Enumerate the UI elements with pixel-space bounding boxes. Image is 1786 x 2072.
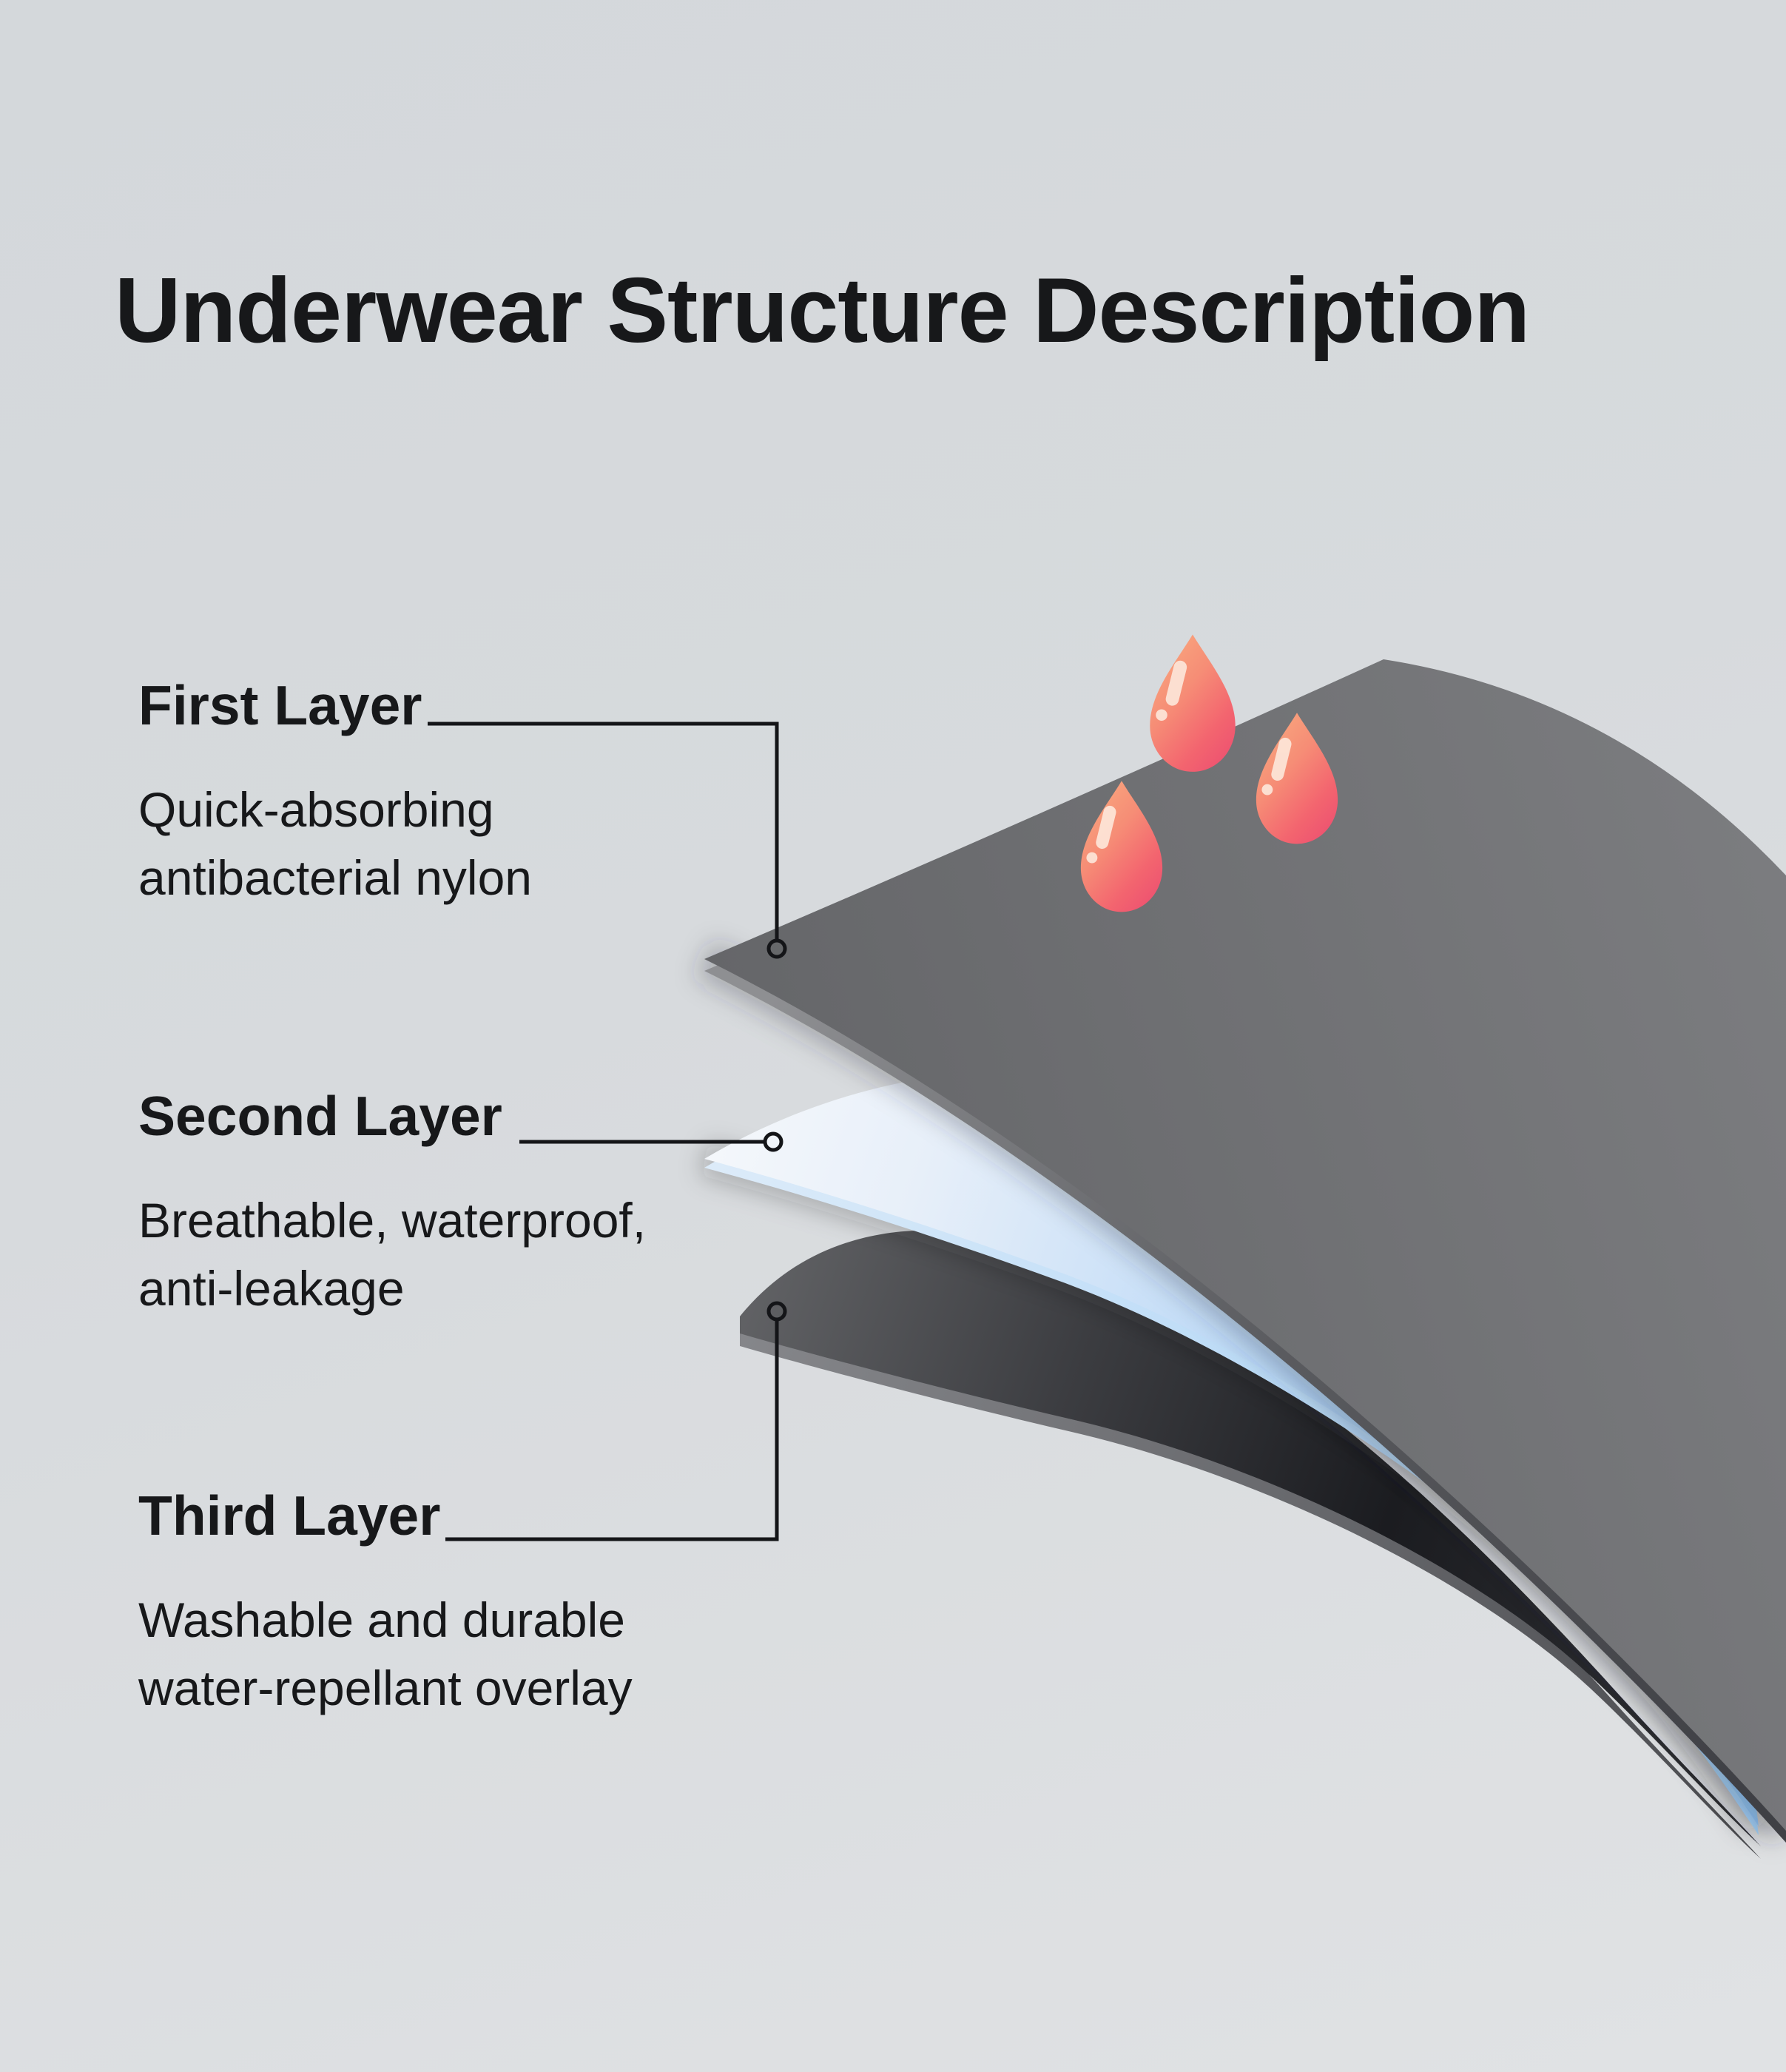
first-layer-connector — [428, 722, 779, 941]
third-layer-connector — [445, 1319, 779, 1541]
first-layer-desc-line2: antibacterial nylon — [138, 850, 532, 905]
second-layer-desc-line1: Breathable, waterproof, — [138, 1193, 647, 1248]
first-layer-connector-dot — [766, 938, 787, 959]
first-layer-label: First Layer — [138, 674, 422, 736]
first-layer-desc-line1: Quick-absorbing — [138, 782, 494, 837]
connector-lines — [428, 722, 787, 1541]
second-layer-description: Breathable, waterproof, anti-leakage — [138, 1186, 646, 1322]
third-layer-desc-line2: water-repellant overlay — [138, 1661, 633, 1715]
first-layer-description: Quick-absorbing antibacterial nylon — [138, 776, 532, 912]
page-title: Underwear Structure Description — [115, 260, 1530, 363]
third-layer-description: Washable and durable water-repellant ove… — [138, 1586, 633, 1722]
third-layer-label: Third Layer — [138, 1484, 441, 1547]
second-layer-connector-dot — [763, 1131, 784, 1152]
second-layer-desc-line2: anti-leakage — [138, 1261, 405, 1316]
second-layer-label: Second Layer — [138, 1085, 502, 1147]
droplet-icon — [1150, 635, 1235, 772]
third-layer-connector-dot — [766, 1301, 787, 1322]
third-layer-desc-line1: Washable and durable — [138, 1592, 626, 1647]
